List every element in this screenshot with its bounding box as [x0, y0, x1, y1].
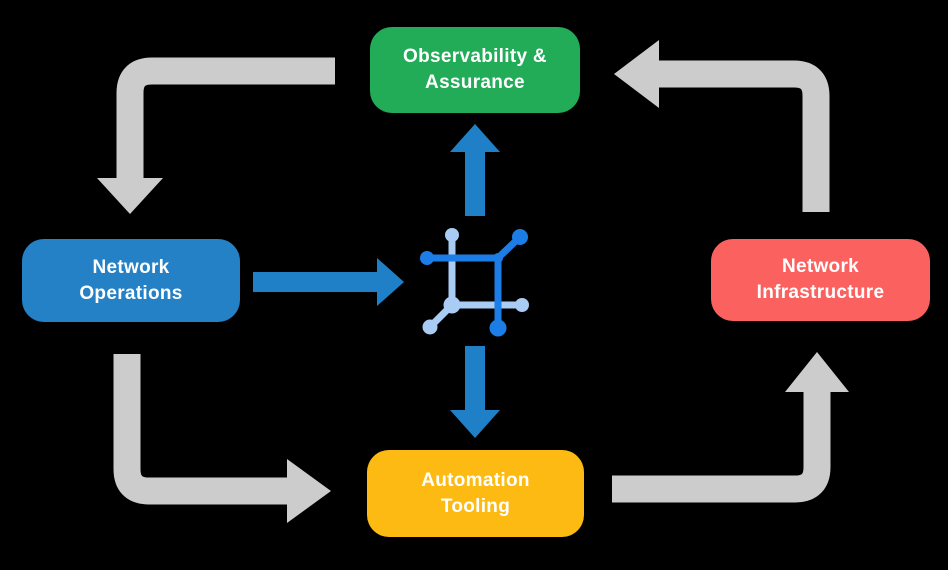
arrowhead-left-icon	[614, 40, 659, 108]
arrow-automation-to-infrastructure	[612, 352, 849, 503]
arrow-shaft	[116, 57, 335, 180]
label-line: Observability &	[403, 46, 547, 67]
icon-node-dot	[422, 319, 438, 335]
icon-node-dot	[493, 253, 503, 263]
arrowhead-right-icon	[377, 258, 404, 306]
label-line: Network	[92, 256, 170, 278]
node-observability-assurance: Observability & Assurance	[370, 27, 580, 113]
arrow-operations-to-automation	[113, 354, 331, 523]
network-automation-icon	[420, 228, 529, 337]
arrow-icon-to-automation	[450, 346, 500, 438]
node-network-operations: Network Operations	[22, 239, 240, 322]
arrow-shaft	[612, 391, 831, 503]
label-line: Tooling	[440, 495, 511, 517]
arrow-shaft	[659, 60, 830, 212]
icon-node-dot	[420, 251, 434, 265]
icon-node-dot	[489, 319, 507, 337]
arrowhead-down-icon	[97, 178, 163, 214]
arrow-operations-to-icon	[253, 258, 404, 306]
arrowhead-up-icon	[450, 124, 500, 152]
label-line: Network	[781, 256, 860, 277]
node-network-infrastructure: Network Infrastructure	[711, 239, 930, 321]
arrow-icon-to-observability	[450, 124, 500, 216]
node-label: Automation Tooling	[421, 468, 530, 520]
arrow-infrastructure-to-observability	[614, 40, 830, 212]
icon-node-dot	[445, 228, 459, 242]
label-line: Assurance	[425, 72, 525, 93]
arrow-shaft	[113, 354, 287, 505]
arrowhead-right-icon	[287, 459, 331, 523]
node-label: Network Operations	[79, 255, 182, 307]
label-line: Automation	[421, 469, 530, 491]
node-label: Observability & Assurance	[403, 44, 547, 96]
icon-node-dot	[443, 296, 461, 314]
arrow-observability-to-operations	[97, 57, 335, 214]
icon-node-dot	[515, 298, 529, 312]
arrowhead-down-icon	[450, 410, 500, 438]
node-automation-tooling: Automation Tooling	[367, 450, 584, 537]
icon-node-dot	[512, 229, 528, 245]
label-line: Operations	[79, 282, 183, 304]
arrowhead-up-icon	[785, 352, 849, 392]
label-line: Infrastructure	[756, 282, 885, 303]
node-label: Network Infrastructure	[757, 254, 885, 306]
